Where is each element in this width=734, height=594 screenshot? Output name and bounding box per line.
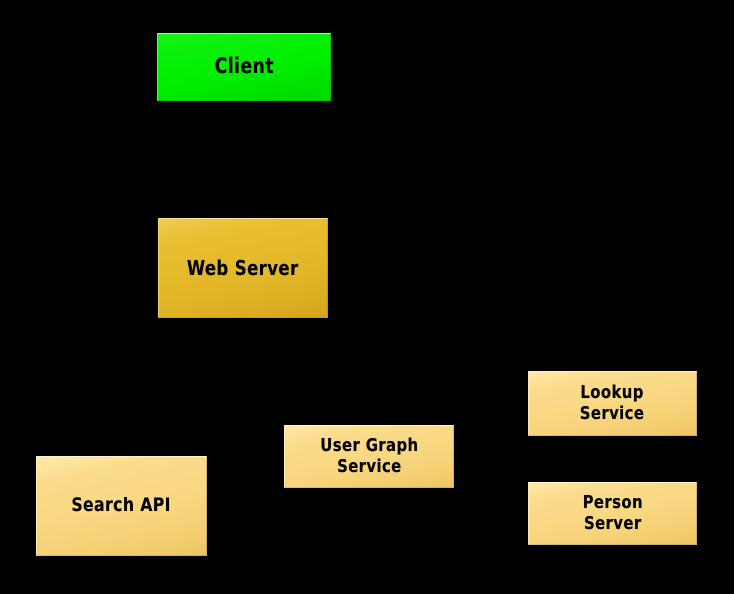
node-web-server-label: Web Server [187, 255, 299, 280]
node-client-label: Client [214, 54, 274, 79]
node-web-server[interactable]: Web Server [158, 218, 328, 318]
node-user-graph-service[interactable]: User Graph Service [284, 425, 454, 488]
node-user-graph-service-label: User Graph Service [319, 435, 419, 477]
node-lookup-service[interactable]: Lookup Service [528, 371, 697, 436]
node-search-api-label: Search API [71, 494, 172, 517]
node-person-server-label: Person Server [582, 492, 643, 534]
node-person-server[interactable]: Person Server [528, 482, 697, 545]
node-client[interactable]: Client [157, 33, 331, 101]
node-search-api[interactable]: Search API [36, 456, 207, 556]
node-lookup-service-label: Lookup Service [580, 382, 645, 424]
